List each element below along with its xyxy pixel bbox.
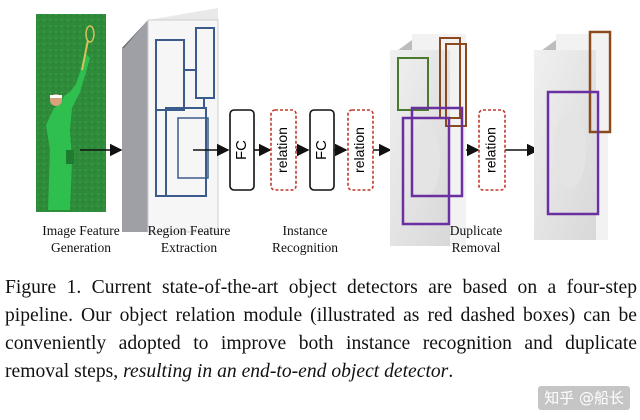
final-detections (534, 30, 612, 240)
fc-block-2: FC (309, 109, 335, 191)
feature-map-block (122, 8, 219, 233)
relation-block-1: relation (270, 109, 297, 191)
caption-end: . (448, 361, 454, 382)
relation-label-2: relation (351, 127, 367, 173)
figure-caption: Figure 1. Current state-of-the-art objec… (5, 274, 637, 386)
stage-label-duplicate-removal: Duplicate Removal (449, 223, 503, 255)
relation-block-2: relation (347, 109, 374, 191)
stage-label-instance-recognition: Instance Recognition (272, 223, 338, 255)
stage-label-region-feature: Region Feature Extraction (147, 223, 231, 255)
stage-label-image-feature: Image Feature Generation (42, 223, 120, 255)
input-image (36, 14, 106, 212)
pipeline-figure: FC relation FC relation rela (36, 8, 612, 255)
relation-block-3: relation (478, 109, 506, 191)
fc-label-2: FC (313, 140, 330, 160)
pipeline-diagram: FC relation FC relation rela (36, 8, 612, 246)
caption-emphasis: resulting in an end-to-end object detect… (123, 361, 449, 382)
fc-block-1: FC (229, 109, 255, 191)
caption-text: Figure 1. Current state-of-the-art objec… (5, 277, 637, 382)
watermark: 知乎 @船长 (538, 386, 630, 410)
detections-before-nms (390, 34, 467, 246)
relation-label-3: relation (483, 127, 499, 173)
fc-label-1: FC (233, 140, 250, 160)
relation-label-1: relation (274, 127, 290, 173)
